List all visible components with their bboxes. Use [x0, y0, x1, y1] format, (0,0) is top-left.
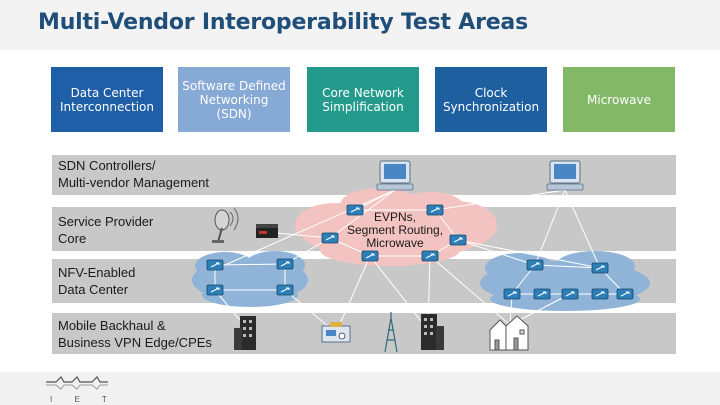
- router-icon: [533, 288, 551, 300]
- houses-icon: [489, 315, 529, 351]
- layer-bar-mobile-backhaul: [52, 313, 676, 354]
- area-label: Microwave: [587, 92, 651, 107]
- layer-label-sdn-line1: SDN Controllers/: [58, 158, 156, 173]
- area-box-core-network-simplification: Core Network Simplification: [307, 67, 419, 132]
- area-box-data-center-interconnection: Data Center Interconnection: [51, 67, 163, 132]
- area-label: Core Network Simplification: [322, 85, 404, 114]
- router-icon: [276, 284, 294, 296]
- router-icon: [346, 204, 364, 216]
- page-title: Multi-Vendor Interoperability Test Areas: [38, 10, 528, 35]
- sdn-controller-workstation-left: [376, 160, 414, 191]
- title-bar: [0, 0, 720, 50]
- router-icon: [206, 284, 224, 296]
- router-icon: [591, 262, 609, 274]
- router-icon: [426, 204, 444, 216]
- router-icon: [421, 250, 439, 262]
- area-label: Software Defined Networking (SDN): [182, 78, 286, 121]
- microwave-dish-icon: [212, 207, 239, 243]
- sdn-controller-workstation-right: [546, 160, 584, 191]
- layer-label-nfv-line2: Data Center: [58, 282, 129, 297]
- layer-label-core-line2: Core: [58, 231, 86, 246]
- layer-label-nfv-line1: NFV-Enabled: [58, 265, 135, 280]
- core-cloud-label-line3: Microwave: [366, 236, 424, 250]
- cpe-device-icon: [321, 322, 351, 343]
- core-cloud-label-line1: EVPNs,: [374, 210, 416, 224]
- area-box-clock-synchronization: Clock Synchronization: [435, 67, 547, 132]
- router-icon: [591, 288, 609, 300]
- layer-label-backhaul-line1: Mobile Backhaul &: [58, 318, 166, 333]
- router-icon: [276, 258, 294, 270]
- data-center-cloud-right: [480, 251, 650, 311]
- footer-bar: [0, 372, 720, 405]
- logo-text: I E T P: [50, 395, 122, 404]
- router-icon: [561, 288, 579, 300]
- cell-tower-icon: [384, 312, 398, 353]
- office-building-icon: [234, 316, 256, 350]
- core-cloud-label-line2: Segment Routing,: [347, 223, 443, 237]
- router-icon: [206, 259, 224, 271]
- router-icon: [616, 288, 634, 300]
- layer-label-core-line1: Service Provider: [58, 214, 154, 229]
- office-building-icon: [421, 314, 444, 350]
- area-box-microwave: Microwave: [563, 67, 675, 132]
- company-logo: I E T P: [46, 376, 122, 404]
- router-icon: [361, 250, 379, 262]
- layer-label-backhaul-line2: Business VPN Edge/CPEs: [58, 335, 212, 350]
- router-icon: [503, 288, 521, 300]
- router-icon: [321, 232, 339, 244]
- area-label: Data Center Interconnection: [59, 85, 155, 114]
- area-box-sdn: Software Defined Networking (SDN): [178, 67, 290, 132]
- area-label: Clock Synchronization: [442, 85, 540, 114]
- router-icon: [526, 259, 544, 271]
- router-icon: [449, 234, 467, 246]
- microwave-radio-device: [256, 224, 278, 238]
- layer-label-sdn-line2: Multi-vendor Management: [58, 175, 209, 190]
